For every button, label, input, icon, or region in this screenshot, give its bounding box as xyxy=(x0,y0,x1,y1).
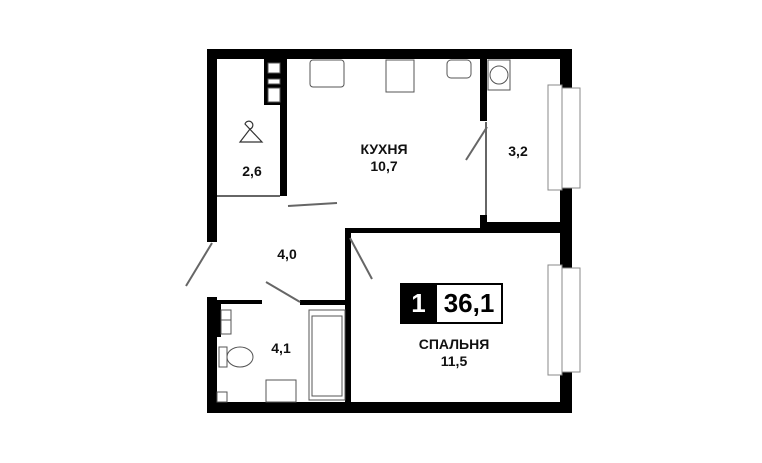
water-heater-icon xyxy=(446,59,472,79)
bedroom-area: 11,5 xyxy=(440,353,468,369)
bathroom-area: 4,1 xyxy=(271,340,291,356)
washbasin-icon xyxy=(265,379,297,403)
kitchen-area: 10,7 xyxy=(370,158,398,174)
bedroom-name: СПАЛЬНЯ xyxy=(418,336,490,352)
hanger-icon xyxy=(238,120,264,143)
wardrobe-area: 2,6 xyxy=(242,163,262,179)
apartment-badge: 1 36,1 xyxy=(400,283,503,324)
fixtures xyxy=(216,59,511,403)
room-count: 1 xyxy=(400,283,437,324)
doors xyxy=(185,122,488,303)
toilet-icon xyxy=(226,346,254,368)
windows xyxy=(547,84,581,376)
kitchen-name: КУХНЯ xyxy=(360,141,408,157)
hallway-area: 4,0 xyxy=(277,246,297,262)
sink-icon xyxy=(309,59,345,88)
stove-icon xyxy=(385,59,415,93)
inner-walls xyxy=(217,59,560,405)
total-area: 36,1 xyxy=(437,283,503,324)
small-bathroom-area: 3,2 xyxy=(508,143,528,159)
